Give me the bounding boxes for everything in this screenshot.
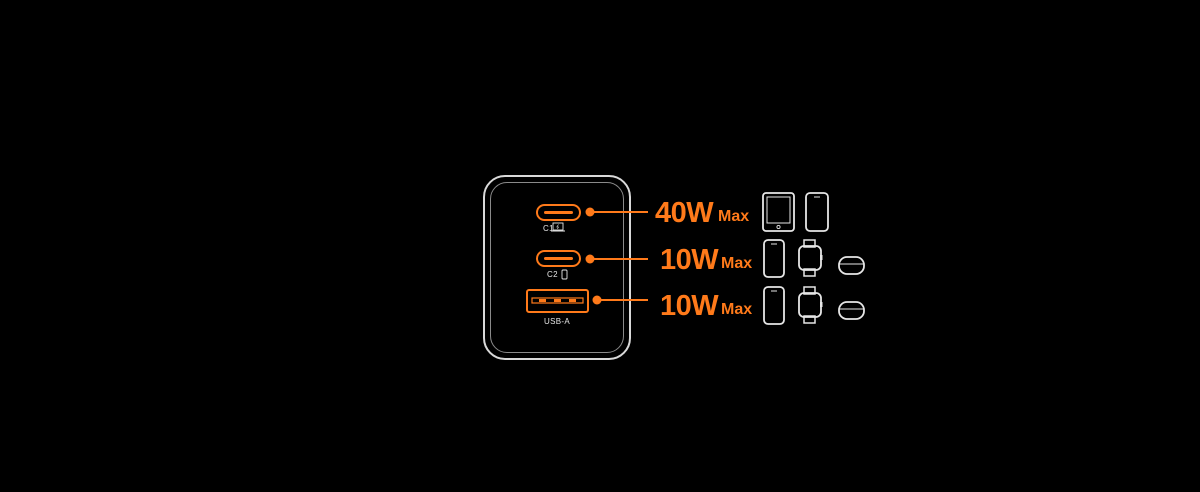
tablet-icon bbox=[762, 192, 795, 232]
usb-a-pin bbox=[569, 299, 576, 302]
power-unit-usb-a: Max bbox=[721, 301, 753, 318]
phone-icon bbox=[561, 269, 568, 280]
usb-c-port-1 bbox=[536, 204, 581, 221]
port-label-c1: C1 bbox=[543, 224, 554, 233]
connector-dot-1 bbox=[585, 207, 595, 217]
power-rating-usb-a: 10W bbox=[660, 290, 719, 322]
power-rating-c2: 10W bbox=[660, 244, 719, 276]
usb-a-pin bbox=[554, 299, 561, 302]
port-label-c2: C2 bbox=[547, 270, 558, 279]
usb-a-port bbox=[526, 289, 589, 313]
watch-icon bbox=[798, 239, 823, 277]
charger-face bbox=[490, 182, 624, 353]
power-rating-c1: 40W bbox=[655, 197, 714, 229]
port-label-usb-a: USB-A bbox=[544, 317, 570, 326]
phone-icon bbox=[805, 192, 829, 232]
usb-c-port-1-inner bbox=[544, 211, 573, 214]
watch-icon bbox=[798, 286, 823, 324]
earbuds-case-icon bbox=[838, 256, 865, 275]
earbuds-case-icon bbox=[838, 301, 865, 320]
laptop-icon bbox=[551, 222, 565, 232]
usb-c-port-2 bbox=[536, 250, 581, 267]
charger-body bbox=[483, 175, 631, 360]
power-unit-c1: Max bbox=[718, 208, 750, 225]
phone-icon bbox=[763, 239, 785, 278]
usb-c-port-2-inner bbox=[544, 257, 573, 260]
usb-a-port-tongue bbox=[531, 297, 584, 304]
power-unit-c2: Max bbox=[721, 255, 753, 272]
connector-dot-3 bbox=[592, 295, 602, 305]
phone-icon bbox=[763, 286, 785, 325]
connector-dot-2 bbox=[585, 254, 595, 264]
usb-a-pin bbox=[539, 299, 546, 302]
